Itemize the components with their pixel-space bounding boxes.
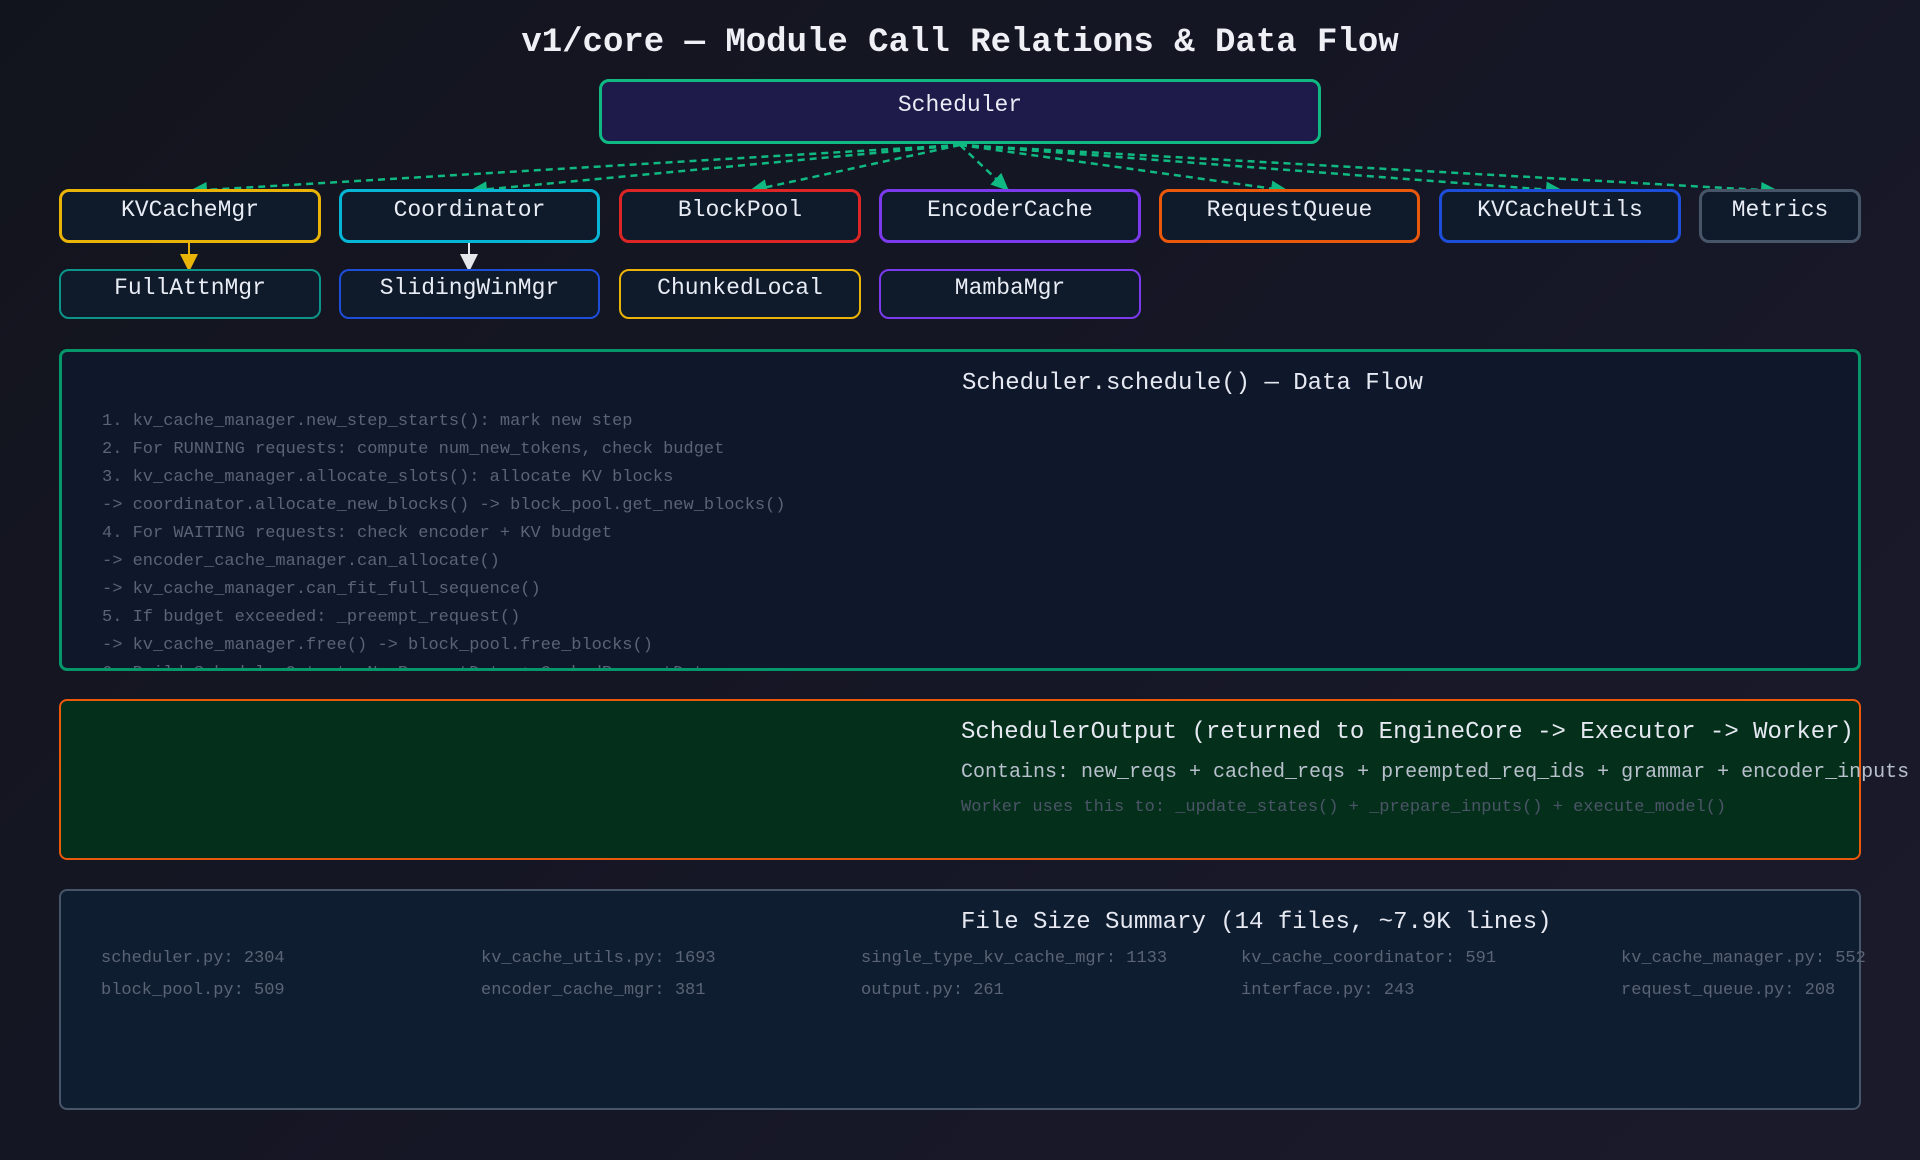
submodule-chunkedlocal[interactable]: ChunkedLocal xyxy=(619,269,861,319)
output-usage: Worker uses this to: _update_states() + … xyxy=(961,798,1727,817)
submodule-slidingwinmgr[interactable]: SlidingWinMgr xyxy=(339,269,600,319)
file-size-entry: request_queue.py: 208 xyxy=(1621,981,1836,1000)
module-coordinator[interactable]: Coordinator xyxy=(339,189,600,243)
file-size-entry: kv_cache_manager.py: 552 xyxy=(1621,949,1866,968)
module-kvcachemgr[interactable]: KVCacheMgr xyxy=(59,189,321,243)
data-flow-step: 2. For RUNNING requests: compute num_new… xyxy=(102,440,725,459)
file-size-entry: encoder_cache_mgr: 381 xyxy=(481,981,706,1000)
submodule-label: FullAttnMgr xyxy=(114,275,266,301)
module-encodercache[interactable]: EncoderCache xyxy=(879,189,1141,243)
data-flow-step: 6. Build SchedulerOutput: NewRequestData… xyxy=(102,664,714,668)
file-size-entry: output.py: 261 xyxy=(861,981,1004,1000)
submodule-label: SlidingWinMgr xyxy=(379,275,560,301)
file-size-entry: scheduler.py: 2304 xyxy=(101,949,285,968)
file-size-entry: single_type_kv_cache_mgr: 1133 xyxy=(861,949,1168,968)
data-flow-step: -> coordinator.allocate_new_blocks() -> … xyxy=(102,496,786,515)
edge-scheduler-to-kvcacheutils xyxy=(959,143,1565,193)
data-flow-step: -> encoder_cache_manager.can_allocate() xyxy=(102,552,500,571)
module-label: Coordinator xyxy=(393,197,546,223)
module-blockpool[interactable]: BlockPool xyxy=(619,189,861,243)
data-flow-step: 4. For WAITING requests: check encoder +… xyxy=(102,524,613,543)
scheduler-node[interactable]: Scheduler xyxy=(599,79,1321,144)
module-label: EncoderCache xyxy=(927,197,1093,223)
module-label: Metrics xyxy=(1731,197,1829,223)
data-flow-panel: Scheduler.schedule() — Data Flow 1. kv_c… xyxy=(59,349,1861,671)
edge-scheduler-to-metrics xyxy=(959,143,1780,193)
data-flow-step: 5. If budget exceeded: _preempt_request(… xyxy=(102,608,521,627)
edge-scheduler-to-blockpool xyxy=(748,143,961,193)
submodule-mambamgr[interactable]: MambaMgr xyxy=(879,269,1141,319)
submodule-fullattnmgr[interactable]: FullAttnMgr xyxy=(59,269,321,319)
data-flow-step: 1. kv_cache_manager.new_step_starts(): m… xyxy=(102,412,633,431)
scheduler-output-panel: SchedulerOutput (returned to EngineCore … xyxy=(59,699,1909,860)
edge-scheduler-to-coordinator xyxy=(468,143,961,193)
data-flow-step: -> kv_cache_manager.can_fit_full_sequenc… xyxy=(102,580,541,599)
module-label: RequestQueue xyxy=(1206,197,1373,223)
data-flow-step: 3. kv_cache_manager.allocate_slots(): al… xyxy=(102,468,674,487)
submodule-label: MambaMgr xyxy=(954,275,1066,301)
module-requestqueue[interactable]: RequestQueue xyxy=(1159,189,1420,243)
file-size-title: File Size Summary (14 files, ~7.9K lines… xyxy=(961,909,1552,936)
data-flow-step: -> kv_cache_manager.free() -> block_pool… xyxy=(102,636,653,655)
file-size-entry: block_pool.py: 509 xyxy=(101,981,285,1000)
file-size-entry: interface.py: 243 xyxy=(1241,981,1415,1000)
output-title: SchedulerOutput (returned to EngineCore … xyxy=(961,719,1854,746)
data-flow-title: Scheduler.schedule() — Data Flow xyxy=(962,370,1423,397)
edge-scheduler-to-requestqueue xyxy=(959,143,1290,193)
submodule-label: ChunkedLocal xyxy=(657,275,823,301)
scheduler-label: Scheduler xyxy=(897,92,1023,118)
file-size-entry: kv_cache_utils.py: 1693 xyxy=(481,949,716,968)
module-metrics[interactable]: Metrics xyxy=(1699,189,1861,243)
module-kvcacheutils[interactable]: KVCacheUtils xyxy=(1439,189,1681,243)
diagram-title: v1/core — Module Call Relations & Data F… xyxy=(521,24,1399,62)
file-size-entry: kv_cache_coordinator: 591 xyxy=(1241,949,1497,968)
edge-scheduler-to-encodercache xyxy=(959,144,1010,192)
edge-scheduler-to-kvcachemgr xyxy=(188,143,961,193)
module-label: BlockPool xyxy=(677,197,803,223)
file-size-panel: File Size Summary (14 files, ~7.9K lines… xyxy=(59,889,1866,1110)
module-label: KVCacheMgr xyxy=(120,197,260,223)
module-label: KVCacheUtils xyxy=(1477,197,1643,223)
output-contains: Contains: new_reqs + cached_reqs + preem… xyxy=(961,761,1910,784)
